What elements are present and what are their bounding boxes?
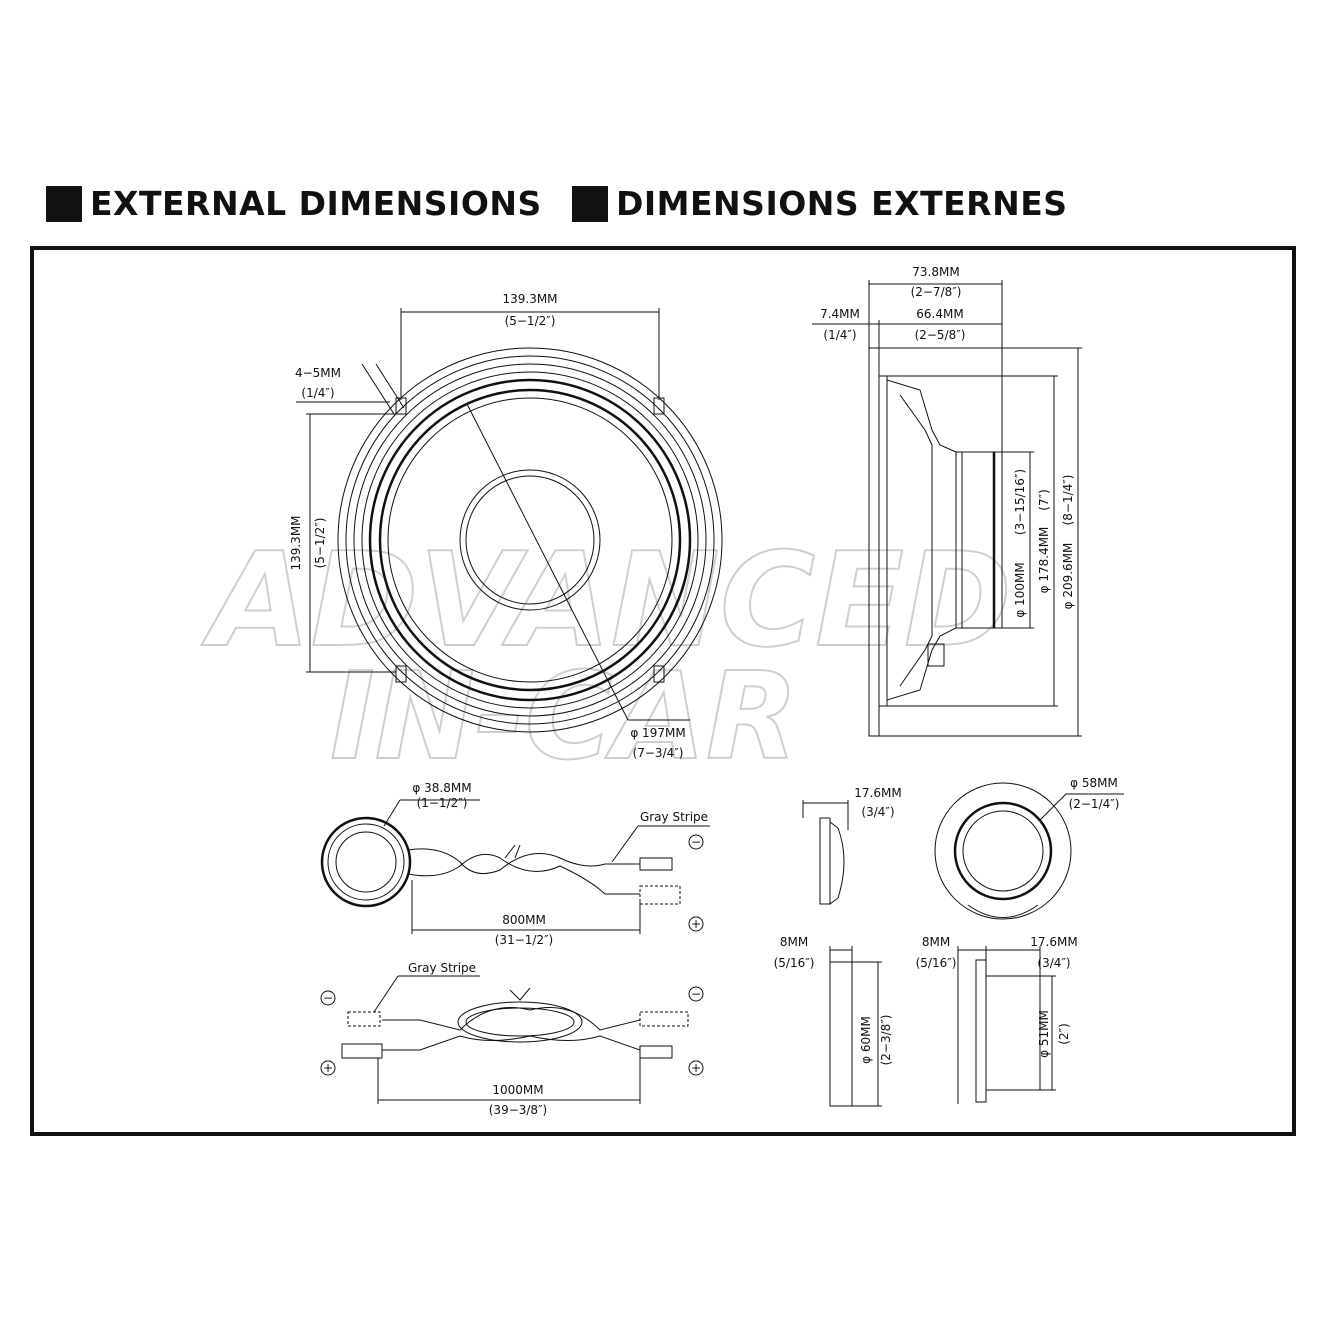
watermark: ADVANCED IN-CAR <box>200 523 1013 788</box>
side-flange: 7.4MM <box>820 307 860 321</box>
tweeter-wire-length: 800MM <box>502 913 546 927</box>
tweeter-wire-length-in: (31−1/2″) <box>495 933 553 947</box>
tweeter-flush-view: 8MM (5/16″) 17.6MM (3/4″) φ 51MM (2″) <box>916 935 1078 1104</box>
flush-dia-in: (2″) <box>1057 1023 1071 1044</box>
heading-square-icon <box>46 186 82 222</box>
cup-flange: 8MM <box>780 935 808 949</box>
flush-depth: 17.6MM <box>1030 935 1077 949</box>
woofer-front-view: 139.3MM (5−1/2″) 139.3MM (5−1/2″) 4−5MM … <box>289 292 723 760</box>
tweeter-front-dia-in: (2−1/4″) <box>1069 797 1120 811</box>
woofer-mount-hole: 4−5MM <box>295 366 341 380</box>
side-flange-in: (1/4″) <box>823 328 856 342</box>
tweeter-wire-view: − + φ 38.8MM (1−1/2″) Gray Stripe 800MM … <box>320 781 710 947</box>
tweeter-front-view: φ 58MM (2−1/4″) <box>934 776 1124 920</box>
heading-square-icon <box>572 186 608 222</box>
woofer-hole-spacing-v: 139.3MM <box>289 515 303 570</box>
cup-dia-in: (2−3/8″) <box>879 1015 893 1066</box>
side-depth-total-in: (2−7/8″) <box>911 285 962 299</box>
side-depth-mount: 66.4MM <box>916 307 963 321</box>
woofer-gray-stripe-label: Gray Stripe <box>408 961 476 975</box>
heading-english: EXTERNAL DIMENSIONS <box>46 186 542 222</box>
side-outer-dia: φ 209.6MM <box>1061 543 1075 610</box>
drawing-frame <box>30 246 1296 1136</box>
tweeter-gray-stripe-label: Gray Stripe <box>640 810 708 824</box>
watermark-line2: IN-CAR <box>330 648 798 787</box>
side-depth-mount-in: (2−5/8″) <box>915 328 966 342</box>
tweeter-side-depth-in: (3/4″) <box>861 805 894 819</box>
cup-flange-in: (5/16″) <box>774 956 815 970</box>
heading-french-text: DIMENSIONS EXTERNES <box>616 184 1068 223</box>
tweeter-front-dia: φ 58MM <box>1070 776 1118 790</box>
woofer-wire-length: 1000MM <box>492 1083 543 1097</box>
watermark-line1: ADVANCED <box>201 524 1012 676</box>
woofer-wire-view: − + − + Gray Stripe 1000MM (39−3/8″) <box>320 961 704 1117</box>
flush-flange: 8MM <box>922 935 950 949</box>
tweeter-cup-side-view: 8MM (5/16″) φ 60MM (2−3/8″) <box>774 935 893 1107</box>
woofer-wire-plus-left-icon: + <box>323 1061 333 1075</box>
side-cutout-dia-in: (7″) <box>1037 489 1051 510</box>
woofer-mount-hole-in: (1/4″) <box>301 386 334 400</box>
flush-depth-in: (3/4″) <box>1037 956 1070 970</box>
side-depth-total: 73.8MM <box>912 265 959 279</box>
heading-french: DIMENSIONS EXTERNES <box>572 186 1068 222</box>
tweeter-dome-dia-in: (1−1/2″) <box>417 796 468 810</box>
tweeter-side-view: 17.6MM (3/4″) <box>802 786 902 905</box>
woofer-hole-spacing-h-in: (5−1/2″) <box>505 314 556 328</box>
woofer-hole-spacing-h: 139.3MM <box>502 292 557 306</box>
side-outer-dia-in: (8−1/4″) <box>1061 475 1075 526</box>
tweeter-minus-icon: − <box>691 835 701 849</box>
woofer-wire-minus-left-icon: − <box>323 991 333 1005</box>
side-magnet-dia: φ 100MM <box>1013 562 1027 617</box>
tweeter-dome-dia: φ 38.8MM <box>412 781 471 795</box>
cup-dia: φ 60MM <box>859 1016 873 1064</box>
side-cutout-dia: φ 178.4MM <box>1037 527 1051 594</box>
woofer-diameter: φ 197MM <box>630 726 685 740</box>
woofer-wire-minus-right-icon: − <box>691 987 701 1001</box>
side-magnet-dia-in: (3−15/16″) <box>1013 469 1027 535</box>
woofer-wire-length-in: (39−3/8″) <box>489 1103 547 1117</box>
woofer-hole-spacing-v-in: (5−1/2″) <box>313 518 327 569</box>
woofer-wire-plus-right-icon: + <box>691 1061 701 1075</box>
tweeter-plus-icon: + <box>691 917 701 931</box>
woofer-diameter-in: (7−3/4″) <box>633 746 684 760</box>
woofer-side-view: 73.8MM (2−7/8″) 7.4MM (1/4″) 66.4MM (2−5… <box>812 265 1082 737</box>
tweeter-side-depth: 17.6MM <box>854 786 901 800</box>
flush-flange-in: (5/16″) <box>916 956 957 970</box>
flush-dia: φ 51MM <box>1037 1010 1051 1058</box>
heading-english-text: EXTERNAL DIMENSIONS <box>90 184 542 223</box>
